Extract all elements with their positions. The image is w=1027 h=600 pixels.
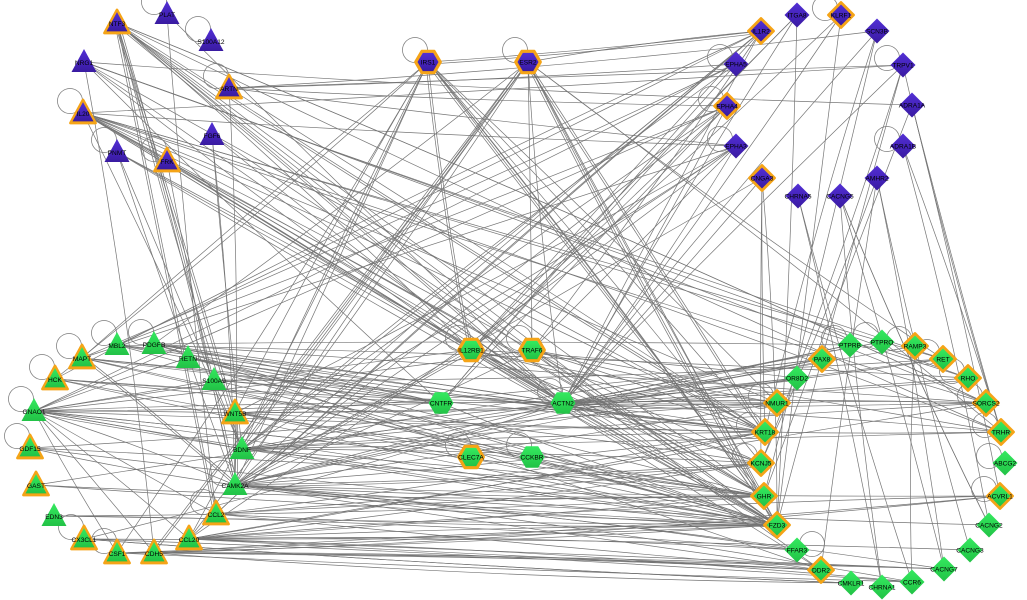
svg-text:FRK: FRK [160,159,174,166]
svg-text:RHO: RHO [961,376,976,383]
svg-text:TRAF6: TRAF6 [522,348,543,355]
svg-text:DDR2: DDR2 [812,568,830,575]
svg-text:BDNF: BDNF [233,447,251,454]
svg-text:ACTN2: ACTN2 [552,401,574,408]
svg-text:CHRNA1: CHRNA1 [868,585,895,592]
svg-text:CCL20: CCL20 [179,537,200,544]
svg-text:TRHR: TRHR [992,430,1011,437]
svg-text:RETN: RETN [179,356,197,363]
svg-text:SCN3B: SCN3B [866,29,889,36]
svg-text:ADRA1B: ADRA1B [890,144,917,151]
svg-text:FGF6: FGF6 [204,133,221,140]
svg-text:CCL2: CCL2 [208,512,225,519]
svg-text:EPHA3: EPHA3 [725,144,747,151]
svg-text:CACNG2: CACNG2 [975,523,1003,530]
svg-text:NMUR1: NMUR1 [765,401,789,408]
svg-text:CNTFR: CNTFR [430,401,453,408]
svg-text:SORCS2: SORCS2 [972,401,999,408]
svg-text:KLRF1: KLRF1 [831,13,852,20]
svg-text:RAMP3: RAMP3 [904,344,927,351]
svg-text:ESR2: ESR2 [519,60,537,67]
svg-text:PTPRB: PTPRB [839,343,862,350]
svg-text:ARTN: ARTN [220,86,238,93]
svg-text:GNAO1: GNAO1 [22,409,45,416]
svg-text:WNT5B: WNT5B [223,411,247,418]
svg-text:NTF3: NTF3 [109,21,126,28]
svg-text:HCK: HCK [48,377,63,384]
svg-text:PDGFB: PDGFB [143,342,166,349]
svg-text:GHR: GHR [757,494,772,501]
svg-text:RET: RET [936,357,949,364]
svg-text:NRG1: NRG1 [75,60,94,67]
svg-text:FZD3: FZD3 [769,523,786,530]
svg-text:IL1R2: IL1R2 [752,29,770,36]
svg-text:CNGA3: CNGA3 [751,176,774,183]
svg-text:CDH5: CDH5 [145,551,163,558]
svg-text:PAX8: PAX8 [814,357,831,364]
svg-text:GDF15: GDF15 [19,446,41,453]
svg-text:CACNG7: CACNG7 [930,567,958,574]
svg-text:TRPV1: TRPV1 [892,63,914,70]
svg-text:CSF1: CSF1 [109,551,126,558]
svg-text:KRT18: KRT18 [755,430,776,437]
svg-text:CACNG3: CACNG3 [956,548,984,555]
svg-text:EDN3: EDN3 [45,514,63,521]
svg-text:CCR6: CCR6 [903,580,921,587]
svg-text:MAPT: MAPT [73,356,91,363]
svg-text:CCKBR: CCKBR [520,455,543,462]
svg-text:PTPRO: PTPRO [871,340,894,347]
svg-text:CHRNA5: CHRNA5 [784,194,811,201]
svg-text:ACVRL1: ACVRL1 [987,494,1013,501]
svg-text:S100A9: S100A9 [202,378,226,385]
svg-text:AMHR2: AMHR2 [865,176,888,183]
svg-text:FFAR3: FFAR3 [787,548,808,555]
svg-text:CLEC7A: CLEC7A [458,455,484,462]
svg-text:GAST: GAST [27,483,45,490]
svg-text:CMKLR1: CMKLR1 [838,581,865,588]
svg-text:ABCG2: ABCG2 [994,461,1017,468]
svg-text:ADRA1A: ADRA1A [899,103,926,110]
svg-text:EPHA4: EPHA4 [716,104,738,111]
svg-text:S100A12: S100A12 [197,39,224,46]
svg-text:IRS1: IRS1 [421,60,436,67]
svg-text:KCNJ5: KCNJ5 [751,461,772,468]
svg-text:EPHA5: EPHA5 [725,62,747,69]
svg-text:PLAT: PLAT [159,12,175,19]
svg-text:CACNG5: CACNG5 [826,194,854,201]
svg-text:IL12RB1: IL12RB1 [458,348,484,355]
svg-text:CAMK2A: CAMK2A [221,483,249,490]
svg-text:CX3CL1: CX3CL1 [72,537,97,544]
svg-text:OR8D2: OR8D2 [786,376,808,383]
svg-text:MBL2: MBL2 [108,343,126,350]
svg-text:PNMT: PNMT [108,150,127,157]
svg-text:IL20: IL20 [77,111,90,118]
svg-text:ITGA8: ITGA8 [787,13,806,20]
